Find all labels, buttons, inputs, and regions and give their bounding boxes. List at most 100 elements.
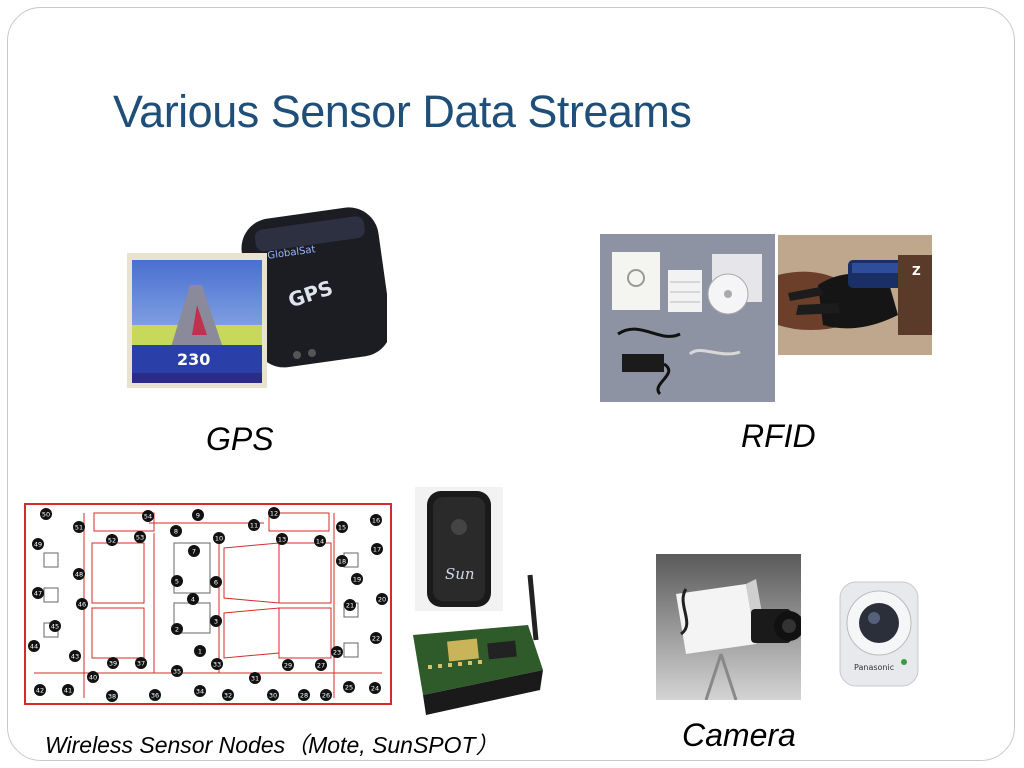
sensor-node-label: 36: [151, 692, 159, 700]
sensor-node-marker: [336, 521, 348, 533]
sensor-node-marker: [194, 685, 206, 697]
sensor-node-label: 15: [338, 524, 346, 532]
sensor-node-label: 54: [144, 513, 152, 521]
sensor-node-label: 7: [192, 548, 196, 556]
sensor-node-marker: [222, 689, 234, 701]
sensor-node-label: 22: [372, 635, 380, 643]
sensor-node-label: 46: [78, 601, 86, 609]
sensor-node-label: 9: [196, 512, 200, 520]
sensor-node-label: 19: [353, 576, 361, 584]
svg-text:Z: Z: [912, 264, 921, 278]
sensor-node-marker: [134, 531, 146, 543]
sensor-node-label: 1: [198, 648, 202, 656]
sensor-node-label: 38: [108, 693, 116, 701]
sensor-node-label: 14: [316, 538, 324, 546]
rfid-glove-image: Z: [778, 235, 932, 355]
sensor-node-marker: [32, 587, 44, 599]
sensor-node-marker: [73, 568, 85, 580]
sensor-node-label: 24: [371, 685, 379, 693]
sensor-node-marker: [268, 507, 280, 519]
sensor-node-label: 43: [71, 653, 79, 661]
network-camera-image: Panasonic: [839, 581, 919, 687]
sensor-node-marker: [267, 689, 279, 701]
sensor-node-marker: [73, 521, 85, 533]
sensor-node-marker: [171, 623, 183, 635]
sensor-node-label: 32: [224, 692, 232, 700]
sensor-node-label: 2: [175, 626, 179, 634]
sensor-node-label: 53: [136, 534, 144, 542]
sensor-node-marker: [344, 599, 356, 611]
sensor-node-marker: [351, 573, 363, 585]
sensor-node-label: 30: [269, 692, 277, 700]
sensor-node-marker: [28, 640, 40, 652]
camera-image: [656, 554, 801, 700]
sensor-node-label: 50: [42, 511, 50, 519]
sensor-node-marker: [298, 689, 310, 701]
sensor-node-label: 33: [213, 661, 221, 669]
sensor-node-label: 44: [30, 643, 38, 651]
sensor-node-marker: [69, 650, 81, 662]
sensor-node-marker: [192, 509, 204, 521]
sensor-node-marker: [282, 659, 294, 671]
sensor-node-marker: [194, 645, 206, 657]
sensor-node-marker: [210, 576, 222, 588]
sensor-node-label: 5: [175, 578, 179, 586]
slide-title: Various Sensor Data Streams: [113, 86, 692, 137]
sensor-node-marker: [336, 555, 348, 567]
sensor-node-label: 39: [109, 660, 117, 668]
sensor-node-label: 17: [373, 546, 381, 554]
sensor-node-label: 20: [378, 596, 386, 604]
sensor-node-label: 6: [214, 579, 218, 587]
sensor-node-marker: [213, 532, 225, 544]
caption-wsn: Wireless Sensor Nodes（Mote, SunSPOT）: [45, 732, 499, 758]
sensor-node-label: 12: [270, 510, 278, 518]
sensor-node-label: 4: [191, 596, 195, 604]
sensor-node-marker: [276, 533, 288, 545]
sensor-node-label: 28: [300, 692, 308, 700]
sensor-node-marker: [171, 575, 183, 587]
sensor-node-label: 42: [36, 687, 44, 695]
mote-board-image: [413, 574, 543, 715]
sensor-node-label: 18: [338, 558, 346, 566]
sensor-node-label: 16: [372, 517, 380, 525]
caption-camera: Camera: [682, 717, 796, 753]
sensor-node-label: 10: [215, 535, 223, 543]
sunspot-image: Sun: [415, 487, 503, 611]
sensor-node-marker: [249, 672, 261, 684]
sensor-node-label: 8: [174, 528, 178, 536]
sensor-node-label: 41: [64, 687, 72, 695]
sensor-node-marker: [171, 665, 183, 677]
sensor-node-marker: [106, 534, 118, 546]
sensor-node-label: 48: [75, 571, 83, 579]
sensor-node-marker: [76, 598, 88, 610]
sensor-node-marker: [40, 508, 52, 520]
gps-speed: 230: [177, 350, 210, 369]
sensor-node-marker: [210, 615, 222, 627]
sensor-node-label: 34: [196, 688, 204, 696]
rfid-kit-image: [600, 234, 775, 402]
sensor-node-marker: [188, 545, 200, 557]
sensor-node-marker: [211, 658, 223, 670]
sensor-node-label: 21: [346, 602, 354, 610]
sensor-node-marker: [34, 684, 46, 696]
sensor-node-label: 52: [108, 537, 116, 545]
sensor-node-label: 31: [251, 675, 259, 683]
sensor-node-marker: [62, 684, 74, 696]
sensor-node-label: 40: [89, 674, 97, 682]
sensor-node-marker: [135, 657, 147, 669]
sensor-node-label: 45: [51, 623, 59, 631]
sensor-node-marker: [106, 690, 118, 702]
sensor-node-label: 23: [333, 649, 341, 657]
sensor-node-marker: [107, 657, 119, 669]
sensor-node-marker: [149, 689, 161, 701]
sensor-node-label: 13: [278, 536, 286, 544]
sunspot-logo: Sun: [445, 565, 475, 583]
caption-gps: GPS: [206, 421, 274, 457]
sensor-node-marker: [371, 543, 383, 555]
sensor-node-marker: [370, 632, 382, 644]
sensor-node-marker: [87, 671, 99, 683]
sensor-node-marker: [343, 681, 355, 693]
sensor-node-marker: [187, 593, 199, 605]
sensor-node-label: 51: [75, 524, 83, 532]
